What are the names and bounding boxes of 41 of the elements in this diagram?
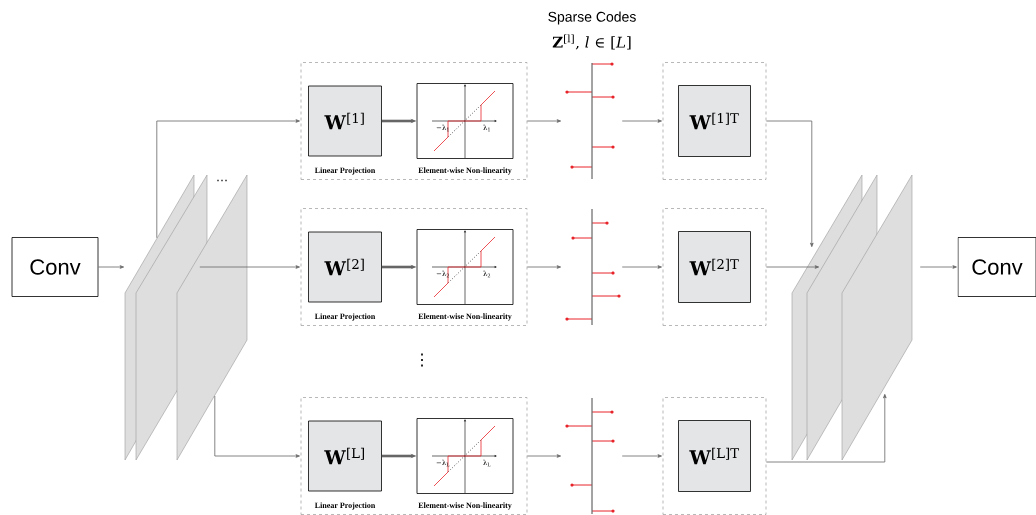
weight-box: W$^{[1]}$ — [308, 85, 382, 157]
dashed-group-box — [662, 62, 767, 180]
node-label: Linear Projection — [314, 313, 376, 321]
arrow — [526, 265, 562, 269]
dashed-group-box — [300, 208, 528, 326]
dashed-group-box — [662, 397, 767, 515]
arrow — [621, 119, 662, 123]
sparse-code-drawing — [565, 397, 615, 515]
arrow — [621, 454, 662, 458]
ellipsis: ⋮ — [421, 353, 423, 367]
arrow — [765, 265, 820, 269]
weight-box: W$^{[L]}$ — [308, 420, 382, 492]
weight-box: W$^{[2]}$ — [308, 231, 382, 303]
dashed-group-box — [300, 397, 528, 515]
sparse-code-drawing — [565, 62, 615, 180]
node-label: Element-wise Non-linearity — [418, 167, 512, 175]
node-label: Linear Projection — [314, 502, 376, 510]
feature-map-drawing — [124, 174, 248, 461]
weight-box: W$^{[L]T}$ — [678, 420, 751, 492]
arrow — [919, 265, 957, 269]
conv-box: Conv — [11, 237, 99, 297]
arrow — [765, 120, 814, 248]
weight-box: W$^{[1]T}$ — [678, 85, 751, 157]
weight-box: W$^{[2]T}$ — [678, 231, 751, 303]
node-label: Element-wise Non-linearity — [418, 502, 512, 510]
arrow — [765, 393, 887, 463]
sparse-code-drawing — [565, 208, 621, 326]
arrow — [156, 119, 300, 239]
dashed-group-box — [300, 62, 528, 180]
node-label: Element-wise Non-linearity — [418, 313, 512, 321]
feature-map-drawing — [791, 174, 913, 461]
arrow — [526, 119, 562, 123]
arrow — [621, 265, 662, 269]
arrow — [199, 265, 300, 269]
conv-box: Conv — [957, 237, 1036, 297]
dashed-group-box — [662, 208, 767, 326]
node-label: Linear Projection — [314, 167, 376, 175]
heading: Sparse Codes — [548, 11, 636, 25]
arrow — [98, 265, 125, 269]
arrow — [214, 395, 300, 458]
arrow — [526, 454, 562, 458]
